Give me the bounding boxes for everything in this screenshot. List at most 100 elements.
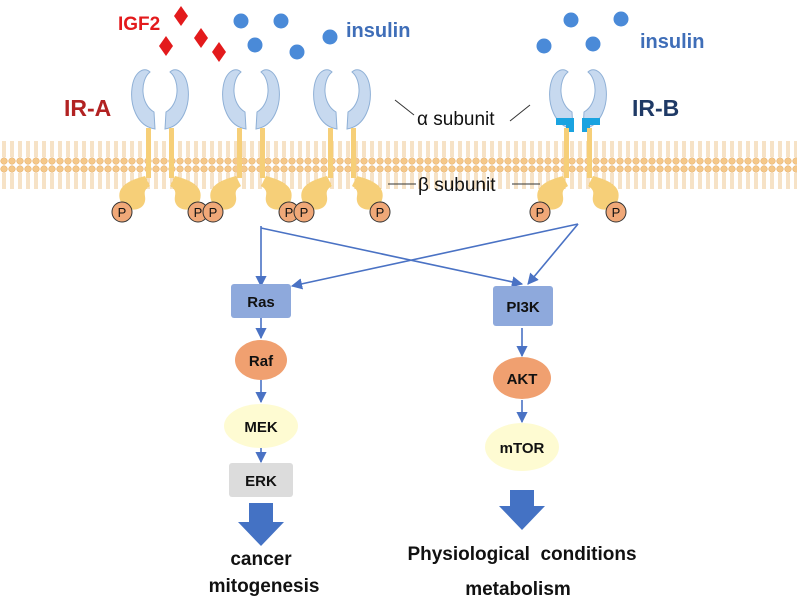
phosphate-circle [369,201,391,223]
ras-label: Ras [247,294,275,311]
insulin-dot [563,12,579,28]
phosphate-label: P [300,205,309,220]
alpha-subunit-left [313,69,338,130]
insulin-label-right: insulin [640,31,704,53]
insulin-ligands-right [536,11,629,54]
beta-stem-left [237,128,242,178]
kinase-domain-right [261,176,292,210]
arrow-irb-to-ras [290,223,579,290]
alpha-subunit-left [131,69,156,130]
erk-label: ERK [245,473,277,490]
beta-stem-right [260,128,265,178]
mek-node [224,404,298,448]
mapk-pathway [224,284,298,546]
phosphate-label: P [376,205,385,220]
pi3k-label: PI3K [506,299,540,316]
phosphate-group: P [187,201,209,223]
insulin-binding-site [582,118,600,132]
akt-node [493,357,551,399]
kinase-domain-left [119,176,150,210]
alpha-subunit-right [582,69,607,130]
igf2-diamond [194,28,208,48]
beta-stem-left [328,128,333,178]
insulin-binding-site [556,118,574,132]
mtor-node [485,423,559,471]
kinase-domain-right [352,176,383,210]
beta-stem-left [146,128,151,178]
subunit-leaders [388,99,540,185]
phosphate-group: P [293,201,315,223]
arrow-irb-to-pi3k [527,223,579,285]
alpha-subunit-right [255,69,280,130]
phosphate-circle [605,201,627,223]
phosphate-circle [202,201,224,223]
igf2-diamond [159,36,173,56]
phosphate-circle [529,201,551,223]
igf2-ligands [159,6,226,62]
beta-stem-right [351,128,356,178]
signal-arrows [255,223,579,464]
phosphate-group: P [111,201,133,223]
igf2-diamond [174,6,188,26]
phosphate-label: P [536,205,545,220]
erk-node [229,463,293,497]
phosphate-group: P [369,201,391,223]
mtor-label: mTOR [500,440,545,457]
insulin-dot [273,13,289,29]
mitogenesis-label: mitogenesis [209,576,320,597]
raf-label: Raf [249,353,274,370]
insulin-dot [613,11,629,27]
phosphate-group: P [202,201,224,223]
beta-subunit-label: β subunit [418,175,496,196]
kinase-domain-left [301,176,332,210]
kinase-domain-right [170,176,201,210]
insulin-dot [247,37,263,53]
pi3k-pathway [485,286,559,530]
insulin-dot [322,29,338,45]
beta-stem-right [587,128,592,178]
igf2-label: IGF2 [118,14,160,35]
raf-node [235,340,287,380]
phosphate-label: P [285,205,294,220]
alpha-subunit-right [164,69,189,130]
cancer-label: cancer [230,549,292,570]
ir-b-label: IR-B [632,95,679,121]
phosphate-circle [293,201,315,223]
beta-stem-left [564,128,569,178]
phosphate-group: P [529,201,551,223]
phosphate-label: P [118,205,127,220]
akt-label: AKT [507,371,538,388]
labels: IGF2 insulin insulin IR-A IR-B α subunit… [64,14,704,600]
igf2-diamond [212,42,226,62]
beta-stem-right [169,128,174,178]
physiological-outcome-arrow [499,490,545,530]
phosphate-circle [111,201,133,223]
pi3k-node [493,286,553,326]
insulin-dot [536,38,552,54]
phosphate-label: P [612,205,621,220]
metabolism-label: metabolism [465,579,571,600]
insulin-label-left: insulin [346,20,410,42]
ras-node [231,284,291,318]
ir-a-label: IR-A [64,95,111,121]
insulin-dot [585,36,601,52]
kinase-domain-right [588,176,619,210]
mek-label: MEK [244,419,278,436]
alpha-subunit-left [222,69,247,130]
kinase-domain-left [537,176,568,210]
physiological-conditions-label: Physiological conditions [407,544,636,565]
cell-membrane [0,138,797,193]
insulin-dot [233,13,249,29]
alpha-subunit-left [549,69,574,130]
alpha-subunit-right [346,69,371,130]
phosphate-group: P [605,201,627,223]
alpha-leader-right [509,104,531,122]
alpha-leader-left [394,99,415,116]
kinase-domain-left [210,176,241,210]
